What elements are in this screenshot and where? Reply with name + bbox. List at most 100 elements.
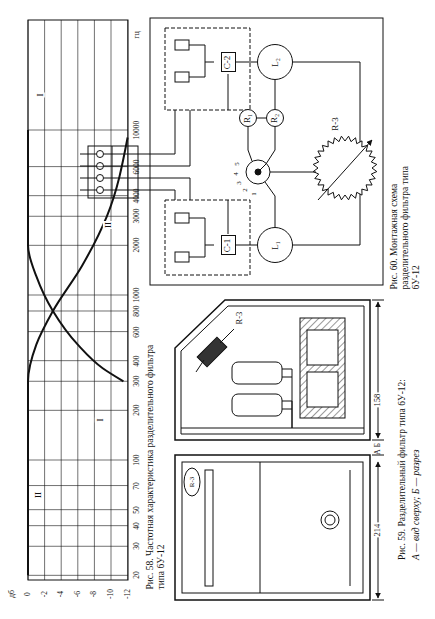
wiring-diagram-part xyxy=(265,182,275,227)
response-curve xyxy=(28,130,123,381)
filter-housing-drawing-part xyxy=(372,300,384,301)
grid-line xyxy=(28,485,128,486)
wiring-diagram-part xyxy=(175,72,189,82)
grid-line xyxy=(28,360,128,361)
filter-housing-drawing-part xyxy=(181,428,364,429)
wiring-diagram-part xyxy=(175,213,189,223)
grid-line xyxy=(28,195,128,196)
axis-unit: дб xyxy=(7,590,16,598)
wiring-diagram-part xyxy=(248,127,252,161)
coil-circle: L₂ xyxy=(257,44,293,80)
axis-tick: 4000 xyxy=(133,188,142,203)
part-name: R-3 xyxy=(235,312,245,325)
axis-tick: -12 xyxy=(123,589,132,599)
axis-tick: 70 xyxy=(133,482,142,490)
axis-tick: 400 xyxy=(133,355,142,366)
grid-line xyxy=(44,20,45,580)
figure-caption: Рис. 59. Разделительный фильтр типа 6У-1… xyxy=(397,320,408,560)
grid-line xyxy=(61,20,62,580)
grid-line xyxy=(28,310,128,311)
wiring-diagram-part xyxy=(258,164,266,172)
filter-housing-drawing-part xyxy=(300,318,345,418)
axis-tick: 1000 xyxy=(133,288,142,303)
axis-tick: 300 xyxy=(133,376,142,387)
wiring-diagram-part xyxy=(150,18,383,285)
wiring-diagram-part xyxy=(80,154,96,190)
wiring-diagram-part xyxy=(175,252,189,262)
grid-line xyxy=(28,130,128,131)
axis-tick: 100 xyxy=(133,454,142,465)
part-name: R-3 xyxy=(330,117,340,131)
filter-housing-drawing-part xyxy=(182,462,363,593)
wiring-diagram-part xyxy=(97,151,104,158)
filter-housing-drawing-part xyxy=(197,337,227,367)
response-curve xyxy=(28,138,128,576)
axis-tick: 40 xyxy=(133,522,142,530)
curve-label: II xyxy=(33,491,43,499)
grid-line xyxy=(127,20,128,580)
coil-circle: L₁ xyxy=(257,227,293,263)
filter-housing-drawing-part xyxy=(196,360,204,372)
axis-tick: 30 xyxy=(133,543,142,551)
capacitor-box: C-2 xyxy=(221,52,236,72)
wiring-diagram-part xyxy=(228,74,229,110)
axis-tick: 10000 xyxy=(133,121,142,140)
grid-line xyxy=(28,575,128,576)
node-text: L₁ xyxy=(270,241,279,250)
filter-housing-drawing-part xyxy=(232,394,282,416)
grid-line xyxy=(28,546,128,547)
filter-housing-drawing-part xyxy=(181,306,364,434)
figure-caption: Рис. 60. Монтажная схема разделительного… xyxy=(389,155,422,290)
wiring-diagram-part xyxy=(97,175,104,182)
part-name: R-3 xyxy=(188,477,196,488)
filter-housing-drawing-part xyxy=(282,369,292,409)
wiring-diagram-part xyxy=(97,163,104,170)
axis-tick: -10 xyxy=(107,589,116,599)
curve-label: II xyxy=(103,221,113,229)
wire xyxy=(257,118,266,119)
axis-tick: 600 xyxy=(133,326,142,337)
grid-line xyxy=(77,20,78,580)
wiring-diagram-part xyxy=(97,187,104,194)
filter-housing-drawing-part xyxy=(307,330,338,365)
filter-housing-drawing-part xyxy=(372,440,384,441)
filter-housing-drawing-part xyxy=(292,369,293,428)
axis-tick: 200 xyxy=(133,405,142,416)
node-text: R₁ xyxy=(243,113,252,122)
resistor-circle: R₁ xyxy=(239,109,257,127)
wiring-diagram-part xyxy=(293,194,360,245)
contact-number: 2 xyxy=(241,188,249,192)
node-text: C-1 xyxy=(224,238,233,252)
grid-line xyxy=(28,525,128,526)
grid-line xyxy=(28,410,128,411)
wire xyxy=(275,80,276,109)
contact-number: 5 xyxy=(233,163,241,167)
axis-tick: 20 xyxy=(133,572,142,580)
wire xyxy=(236,62,258,63)
grid-line xyxy=(28,216,128,217)
node-text: R₂ xyxy=(270,113,279,122)
wiring-diagram-part xyxy=(138,110,190,200)
filter-housing-drawing-part xyxy=(220,329,234,343)
wiring-diagram xyxy=(80,18,383,285)
filter-housing-drawing-part xyxy=(372,600,384,601)
wiring-diagram-part xyxy=(228,200,229,234)
filter-housing-drawing-part xyxy=(378,302,379,438)
view-letter: Б xyxy=(374,443,383,447)
wire xyxy=(236,245,258,246)
filter-housing-drawing-part xyxy=(325,515,335,525)
node-text: C-2 xyxy=(224,55,233,69)
wiring-diagram-part xyxy=(189,45,214,77)
dimension: 158 xyxy=(373,393,383,408)
axis-tick: 800 xyxy=(133,305,142,316)
grid-line xyxy=(28,381,128,382)
wiring-diagram-part xyxy=(318,140,372,200)
axis-tick: -6 xyxy=(73,591,82,597)
grid-line xyxy=(28,509,128,510)
axis-tick: 50 xyxy=(133,506,142,514)
axis-tick: 2000 xyxy=(133,238,142,253)
wiring-diagram-part xyxy=(175,40,189,50)
wiring-diagram-part xyxy=(270,172,316,173)
